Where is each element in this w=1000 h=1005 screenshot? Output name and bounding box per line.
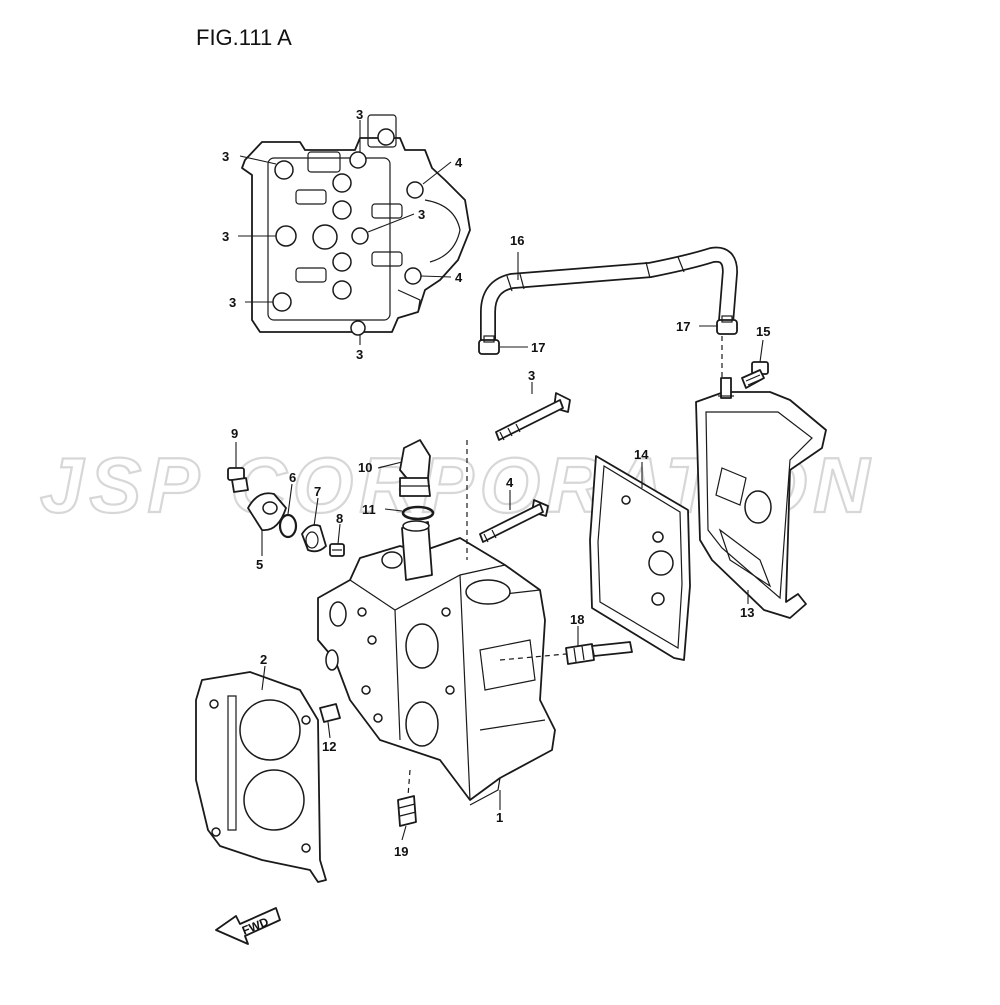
callout-3e: 3 xyxy=(229,295,236,310)
cap-5[interactable] xyxy=(247,492,287,531)
callout-5: 5 xyxy=(256,557,263,572)
bolt-9[interactable] xyxy=(227,467,249,493)
fwd-arrow-marker: FWD xyxy=(215,907,281,945)
hose-clip-lower[interactable] xyxy=(478,335,500,355)
bolt-8[interactable] xyxy=(329,543,345,557)
fwd-label: FWD xyxy=(240,914,271,937)
cylinder-head-cover[interactable] xyxy=(695,377,827,619)
callout-labels: 3 3 4 3 3 4 3 3 16 17 17 15 3 9 6 7 8 5 … xyxy=(222,107,770,859)
dowel-pin-12[interactable] xyxy=(319,703,341,723)
callout-4a: 4 xyxy=(455,155,463,170)
callout-16: 16 xyxy=(510,233,524,248)
callout-11: 11 xyxy=(362,502,376,517)
callout-8: 8 xyxy=(336,511,343,526)
callout-17a: 17 xyxy=(531,340,545,355)
callout-15: 15 xyxy=(756,324,770,339)
bolt-4[interactable] xyxy=(479,499,549,543)
callout-19: 19 xyxy=(394,844,408,859)
callout-1: 1 xyxy=(496,810,503,825)
callout-14: 14 xyxy=(634,447,649,462)
fitting-19[interactable] xyxy=(397,795,417,827)
callout-10: 10 xyxy=(358,460,372,475)
callout-6: 6 xyxy=(289,470,296,485)
collar-7[interactable] xyxy=(301,524,327,553)
cylinder-head-top-view[interactable] xyxy=(241,114,471,336)
oil-filler-cap[interactable] xyxy=(399,439,431,497)
leader-lines xyxy=(235,120,764,841)
callout-3a: 3 xyxy=(222,149,229,164)
callout-9: 9 xyxy=(231,426,238,441)
callout-4c: 4 xyxy=(506,475,514,490)
callout-13: 13 xyxy=(740,605,754,620)
callout-3c: 3 xyxy=(418,207,425,222)
cylinder-head-gasket[interactable] xyxy=(195,671,327,883)
head-cover-gasket[interactable] xyxy=(589,455,691,661)
callout-17b: 17 xyxy=(676,319,690,334)
hose-clip-upper[interactable] xyxy=(716,315,738,335)
callout-3b: 3 xyxy=(356,107,363,122)
callout-3f: 3 xyxy=(356,347,363,362)
callout-7: 7 xyxy=(314,484,321,499)
bolt-3-long[interactable] xyxy=(495,392,571,441)
callout-4b: 4 xyxy=(455,270,463,285)
o-ring-11[interactable] xyxy=(401,505,435,521)
callout-3d: 3 xyxy=(222,229,229,244)
cylinder-head-assembly[interactable] xyxy=(317,520,556,806)
figure-title: FIG.111 A xyxy=(196,25,292,50)
callout-2: 2 xyxy=(260,652,267,667)
breather-hose[interactable] xyxy=(480,246,738,348)
callout-12: 12 xyxy=(322,739,336,754)
callout-18: 18 xyxy=(570,612,584,627)
bolt-15[interactable] xyxy=(741,361,769,389)
callout-3g: 3 xyxy=(528,368,535,383)
o-ring-6[interactable] xyxy=(278,513,298,539)
spark-plug[interactable] xyxy=(565,641,633,665)
